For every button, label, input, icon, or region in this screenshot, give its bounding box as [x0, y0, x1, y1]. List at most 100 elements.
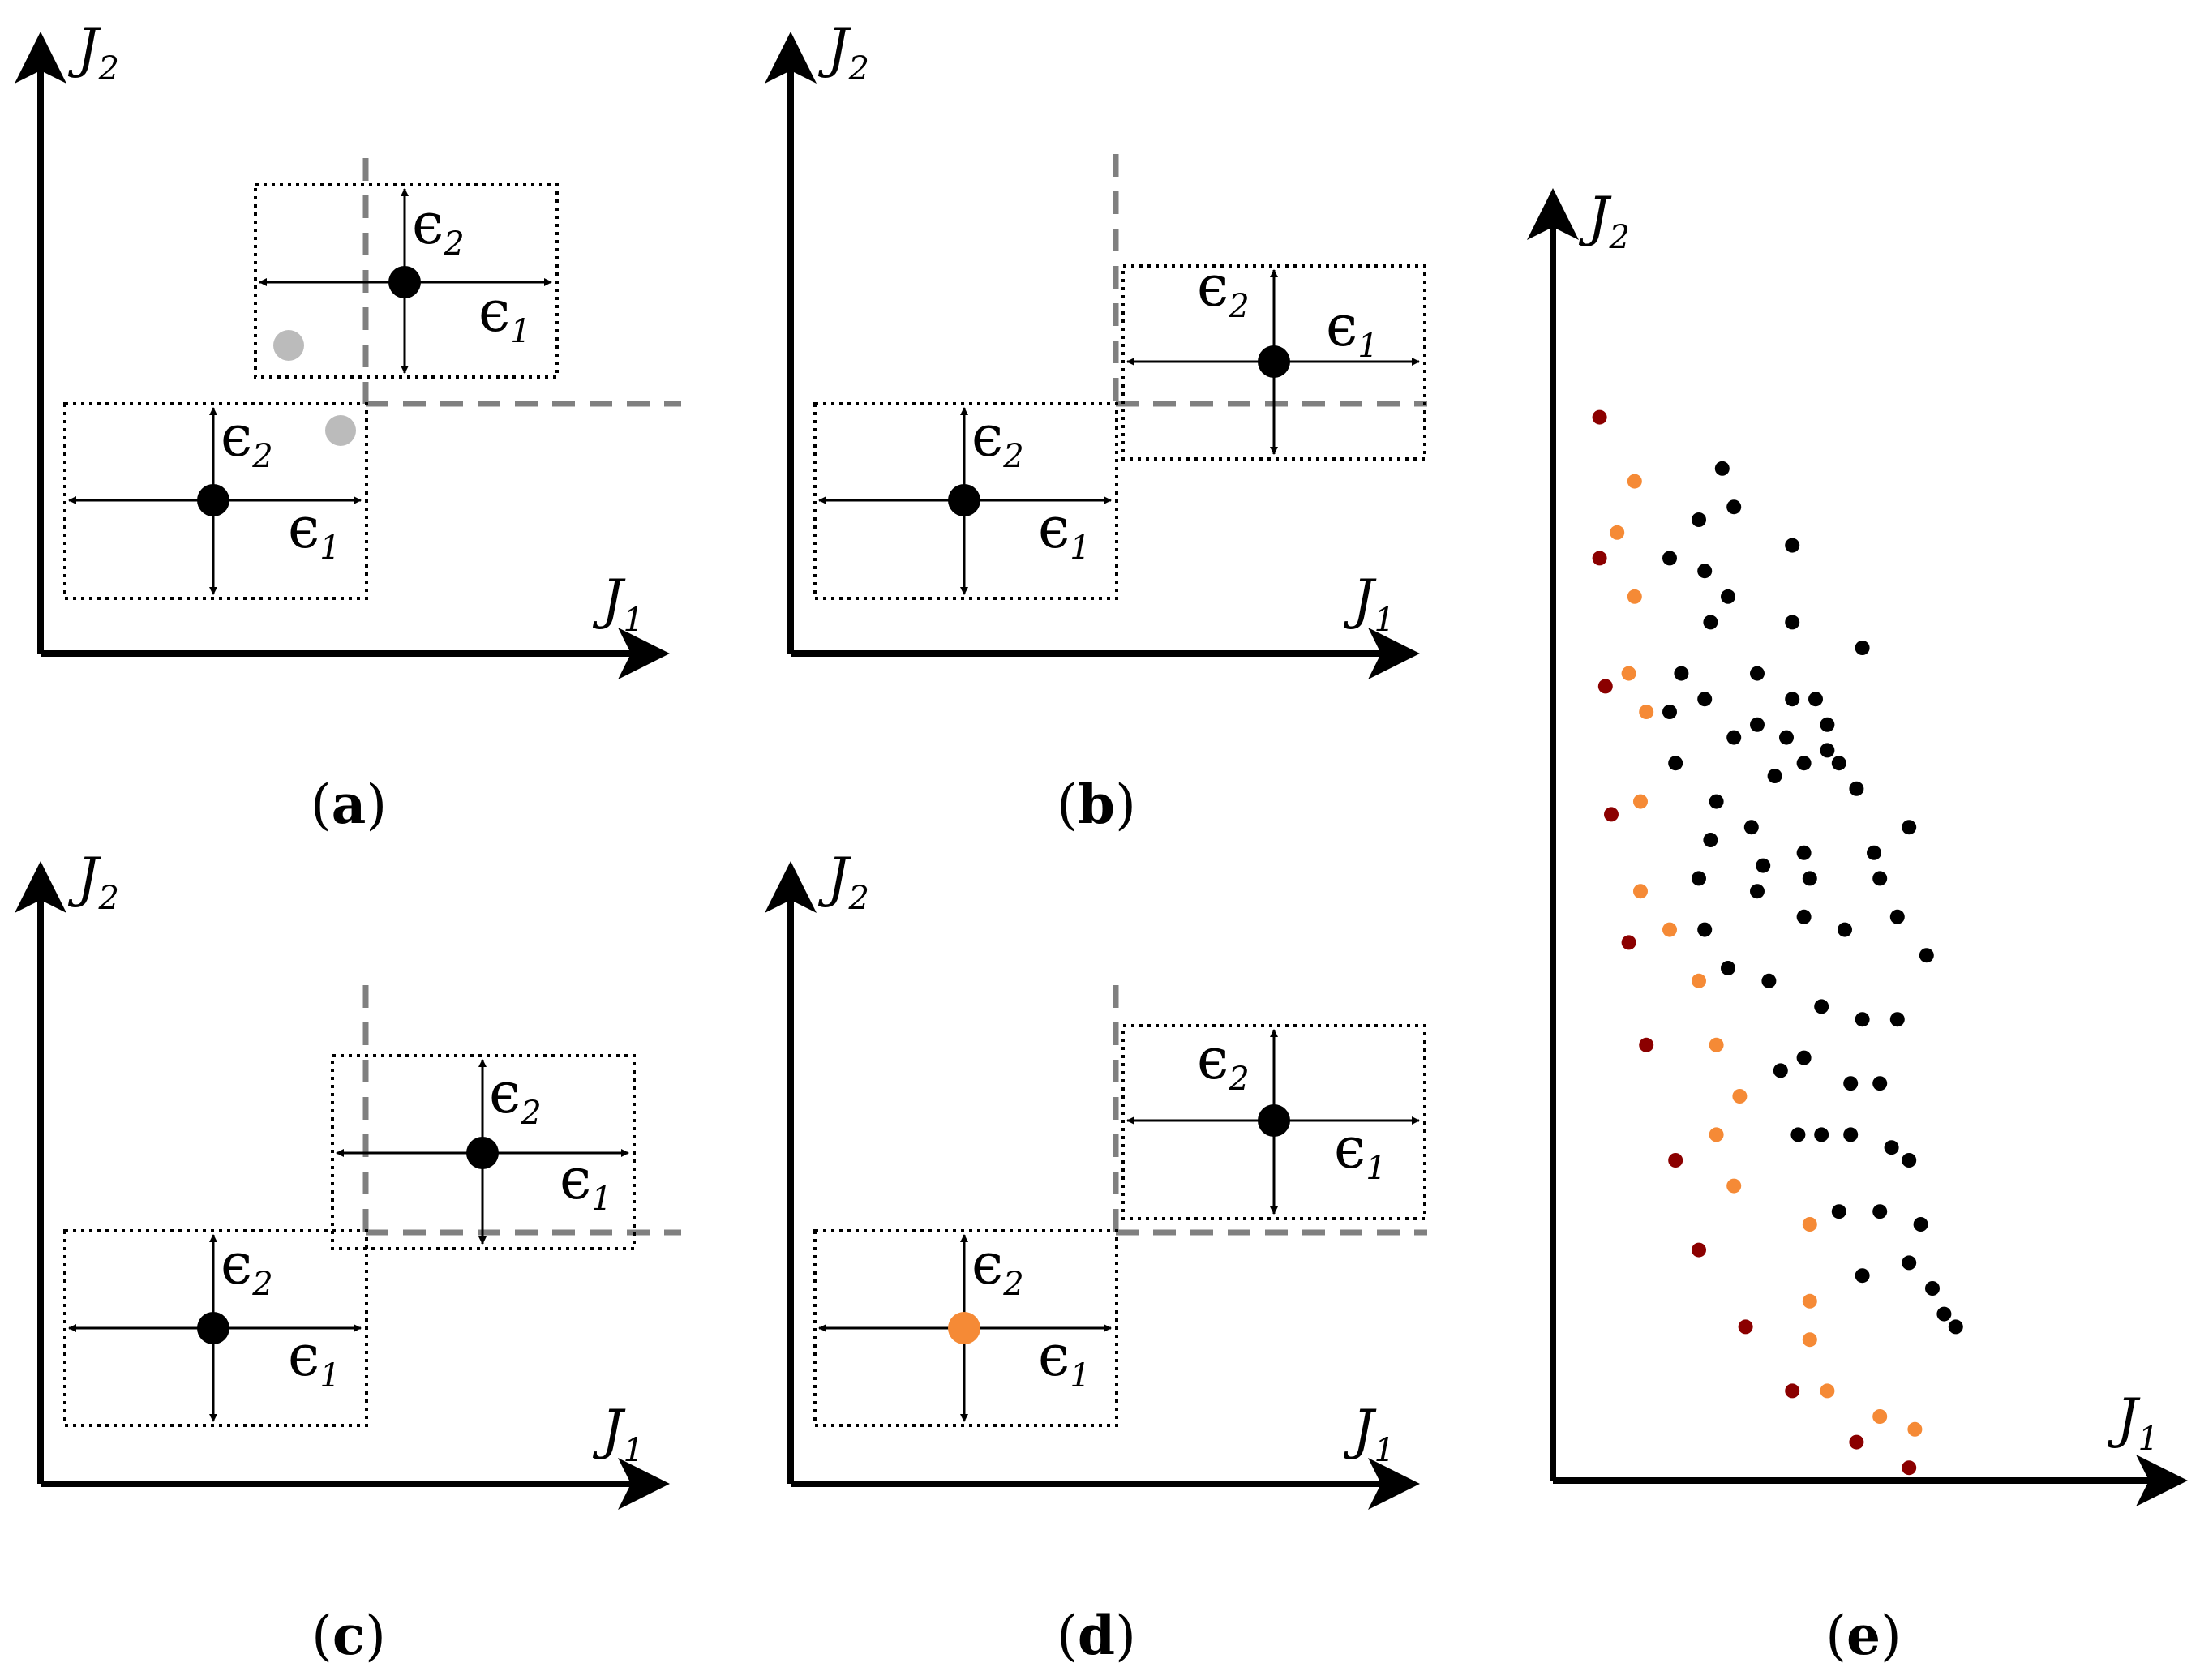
scatter-point-black	[1761, 973, 1777, 988]
scatter-point-black	[1902, 1255, 1917, 1271]
epsilon-box-lower	[813, 1229, 1118, 1427]
epsilon-box-upper	[254, 183, 559, 379]
scatter-point-black	[1692, 871, 1706, 886]
scatter-point-black	[1855, 1012, 1870, 1027]
epsilon-box-upper	[1121, 1024, 1426, 1220]
scatter-points	[1592, 409, 1963, 1476]
scatter-point-black	[1902, 1153, 1917, 1168]
caption-e: (e)	[1825, 1604, 1902, 1667]
epsilon-2-label: ϵ2	[971, 1231, 1024, 1303]
scatter-point-black	[1820, 743, 1835, 758]
scatter-point-black	[1855, 1268, 1870, 1284]
scatter-point-black	[1831, 1204, 1846, 1219]
scatter-point-dark-red	[1639, 1037, 1654, 1052]
epsilon-2-label: ϵ2	[1197, 253, 1250, 325]
caption-b: (b)	[1057, 773, 1136, 836]
scatter-point-orange	[1802, 1217, 1817, 1232]
epsilon-1-label: ϵ1	[288, 1322, 341, 1395]
epsilon-2-label: ϵ2	[412, 191, 465, 263]
scatter-point-orange	[1633, 794, 1648, 809]
scatter-point-orange	[1802, 1332, 1817, 1348]
scatter-point-black	[1692, 512, 1706, 527]
scatter-point-black	[1785, 615, 1800, 630]
epsilon-2-label: ϵ2	[489, 1060, 542, 1132]
scatter-point-black	[1831, 756, 1846, 771]
scatter-point-black	[1843, 1076, 1859, 1091]
scatter-point-black	[1779, 730, 1794, 745]
scatter-point-black	[1802, 871, 1817, 886]
scatter-point-black	[1773, 1063, 1788, 1078]
scatter-point-orange	[1639, 705, 1654, 719]
scatter-point-black	[1703, 615, 1718, 630]
x-axis-label: J1	[2107, 1387, 2159, 1458]
scatter-point-black	[1709, 794, 1724, 809]
scatter-point-orange	[1732, 1089, 1748, 1104]
epsilon-2-label: ϵ2	[221, 1231, 273, 1303]
scatter-point-black	[1948, 1319, 1963, 1335]
scatter-point-dark-red	[1902, 1460, 1917, 1476]
scatter-point-black	[1820, 717, 1835, 732]
scatter-point-black	[1756, 858, 1771, 873]
panel-c: J1 J2 ϵ2 ϵ1 ϵ2 ϵ1 (c)	[15, 846, 681, 1667]
scatter-point-black	[1838, 922, 1852, 937]
scatter-point-black	[1843, 1127, 1859, 1142]
caption-c: (c)	[311, 1604, 386, 1667]
point-upper	[388, 266, 421, 298]
scatter-point-black	[1726, 499, 1742, 515]
scatter-point-black	[1889, 909, 1905, 924]
scatter-point-black	[1697, 692, 1713, 707]
panel-a: J1 J2 ϵ2 ϵ1 ϵ2 ϵ1 (a)	[15, 17, 681, 836]
scatter-point-orange	[1633, 884, 1648, 899]
scatter-point-black	[1743, 820, 1759, 835]
scatter-point-black	[1902, 820, 1917, 835]
epsilon-box-lower	[813, 402, 1118, 600]
epsilon-box-lower	[63, 402, 368, 600]
scatter-point-orange	[1872, 1409, 1888, 1424]
scatter-point-black	[1855, 641, 1870, 655]
scatter-point-dark-red	[1592, 551, 1607, 566]
scatter-point-orange	[1621, 666, 1636, 681]
scatter-point-dark-red	[1597, 679, 1613, 694]
scatter-point-black	[1721, 589, 1735, 604]
caption-a: (a)	[311, 773, 387, 836]
epsilon-2-label: ϵ2	[971, 403, 1024, 475]
panel-d: J1 J2 ϵ2 ϵ1 ϵ2 ϵ1 (d)	[765, 846, 1427, 1667]
scatter-point-dark-red	[1604, 807, 1619, 822]
y-axis-label: J2	[817, 17, 869, 88]
panel-b: J1 J2 ϵ2 ϵ1 ϵ2 ϵ1 (b)	[765, 17, 1427, 836]
scatter-point-black	[1750, 717, 1765, 732]
scatter-point-black	[1796, 756, 1812, 771]
y-axis-label: J2	[67, 846, 119, 917]
caption-d: (d)	[1057, 1604, 1136, 1667]
epsilon-1-label: ϵ1	[1334, 1115, 1387, 1187]
epsilon-1-label: ϵ1	[288, 495, 341, 567]
scatter-point-black	[1662, 705, 1677, 719]
scatter-point-orange	[1610, 525, 1625, 540]
scatter-point-black	[1785, 538, 1800, 553]
scatter-point-black	[1662, 551, 1677, 566]
scatter-point-black	[1674, 666, 1689, 681]
scatter-point-black	[1872, 1204, 1888, 1219]
scatter-point-orange	[1709, 1037, 1724, 1052]
scatter-point-orange	[1662, 922, 1677, 937]
scatter-point-dark-red	[1621, 935, 1636, 950]
epsilon-2-label: ϵ2	[1197, 1026, 1250, 1098]
epsilon-1-label: ϵ1	[1326, 293, 1379, 365]
point-upper	[466, 1137, 499, 1169]
scatter-point-black	[1889, 1012, 1905, 1027]
scatter-point-black	[1814, 1127, 1829, 1142]
scatter-point-dark-red	[1668, 1153, 1683, 1168]
x-axis-label: J1	[1343, 1399, 1395, 1469]
scatter-point-black	[1936, 1306, 1952, 1322]
scatter-point-black	[1872, 1076, 1888, 1091]
point-upper	[1258, 1104, 1290, 1137]
scatter-point-black	[1750, 884, 1765, 899]
scatter-point-dark-red	[1849, 1434, 1864, 1450]
y-axis-label: J2	[67, 17, 119, 88]
epsilon-1-label: ϵ1	[1038, 495, 1091, 567]
point-lower	[948, 484, 980, 516]
scatter-point-black	[1913, 1217, 1928, 1232]
scatter-point-black	[1697, 564, 1713, 579]
scatter-point-black	[1814, 999, 1829, 1014]
y-axis-label: J2	[817, 846, 869, 917]
